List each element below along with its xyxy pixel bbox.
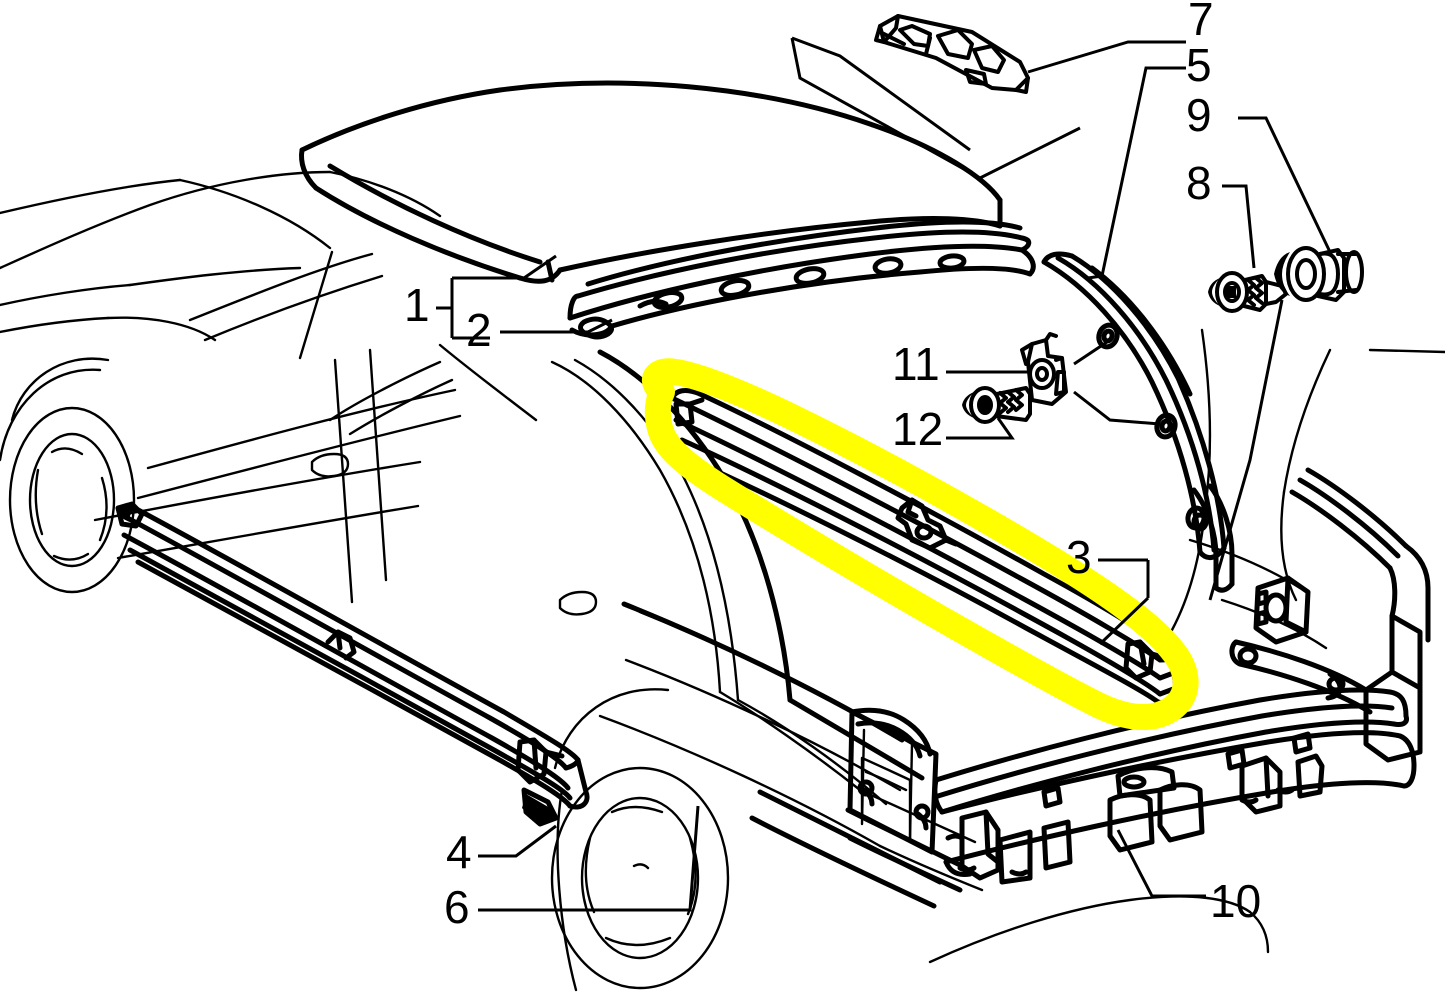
callout-label-3[interactable]: 3 [1066, 531, 1092, 583]
leader-4 [478, 824, 557, 858]
leader-9 [1238, 116, 1332, 253]
part-9-plastic-expansion-rivet [1286, 246, 1364, 302]
leader-12 [946, 417, 1015, 440]
leader-1-top [452, 254, 557, 280]
callout-label-5[interactable]: 5 [1186, 39, 1212, 91]
callout-label-10[interactable]: 10 [1210, 875, 1262, 927]
leader-5 [1100, 66, 1186, 277]
part-10-rear-bumper-reinforcement-beam [932, 687, 1417, 885]
rear-quarter-inner-structure [1191, 467, 1431, 763]
part-2-rear-roof-header-rail [567, 219, 1036, 340]
part-3-rear-parcel-shelf-crossmember [669, 388, 1180, 706]
highlight-annotation [642, 358, 1199, 731]
leader-quarter-ghost [1208, 299, 1284, 601]
part-7-retaining-bracket-clip [874, 14, 1030, 94]
leader-11-secondary [1073, 338, 1111, 366]
part-5-rear-quarter-window-frame [1041, 251, 1227, 560]
leader-11-tertiary [1073, 390, 1161, 426]
part-4-rocker-sill-trim [115, 501, 590, 827]
leader-7 [1027, 40, 1186, 74]
callout-label-1[interactable]: 1 [404, 279, 430, 331]
leader-roof-ghost-3 [979, 126, 1081, 180]
callout-label-7[interactable]: 7 [1188, 0, 1214, 45]
callout-label-2[interactable]: 2 [466, 304, 492, 356]
callout-label-11[interactable]: 11 [892, 338, 940, 390]
leader-roof-ghost-2 [790, 37, 981, 180]
part-8-screw-fill [1208, 278, 1236, 306]
callout-label-6[interactable]: 6 [444, 881, 470, 933]
leader-10 [1116, 829, 1206, 898]
part-4-sill-endcap-fill [116, 505, 554, 822]
callout-label-8[interactable]: 8 [1186, 157, 1212, 209]
leader-8 [1222, 184, 1256, 269]
leader-3-diag [1098, 596, 1150, 646]
leader-2 [500, 318, 613, 334]
part-1-roof-panel [299, 80, 1003, 284]
callout-label-9[interactable]: 9 [1186, 89, 1212, 141]
callout-label-12[interactable]: 12 [892, 403, 944, 455]
part-11-cage-clip-nut [1020, 332, 1068, 406]
callout-leader-lines [436, 36, 1332, 912]
part-12-screw-fill [962, 392, 989, 418]
part-12-pan-head-screw [969, 386, 1032, 424]
part-8-self-tapping-screw [1215, 271, 1288, 313]
leader-5-secondary [1087, 274, 1103, 280]
leader-roof-ghost-1 [791, 36, 971, 152]
leader-6 [478, 805, 700, 912]
callout-label-4[interactable]: 4 [446, 826, 472, 878]
